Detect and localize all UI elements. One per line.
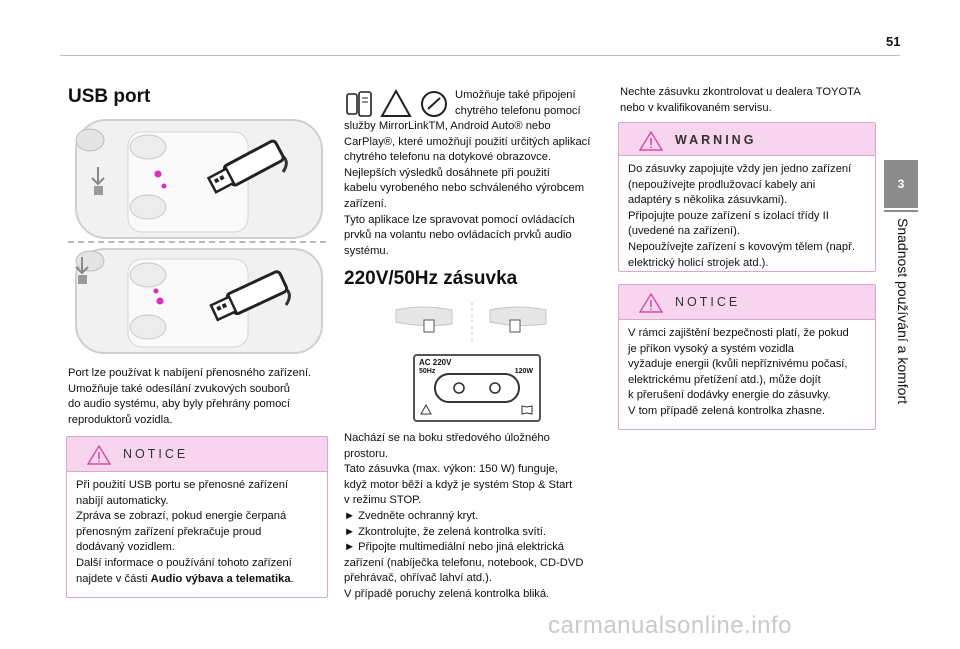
power-outlet-illustration: AC 220V 50Hz 120W xyxy=(413,354,541,422)
socket-line: ► Zvedněte ochranný kryt. xyxy=(344,509,479,522)
outlet-warning-icon xyxy=(420,404,432,415)
socket-line: přehrávač, ohřívač lahví atd.). xyxy=(344,572,492,585)
dealer-line: nebo v kvalifikovaném servisu. xyxy=(620,101,772,114)
mirror-line: služby MirrorLinkTM, Android Auto® nebo xyxy=(344,120,551,132)
header-divider xyxy=(60,55,900,56)
usb-notice-box: NOTICE Při použití USB portu se přenosné… xyxy=(66,436,328,598)
mirror-line: zařízení. xyxy=(344,197,387,210)
usb-notice-last-suffix: . xyxy=(290,572,294,585)
usb-notice-last-line: najdete v části Audio výbava a telematik… xyxy=(76,572,319,588)
socket-line: ► Zkontrolujte, že zelená kontrolka svít… xyxy=(344,525,546,538)
socket-notice-line: elektrickému přetížení atd.), může dojít xyxy=(628,373,821,386)
smartphone-icon xyxy=(346,91,372,117)
socket-line: v režimu STOP. xyxy=(344,494,422,507)
mirror-line: Nejlepších výsledků dosáhnete při použit… xyxy=(344,166,550,179)
socket-notice-line: k přerušení dodávky energie do zásuvky. xyxy=(628,389,831,402)
mirror-line: systému. xyxy=(344,244,389,257)
socket-notice-body: V rámci zajištění bezpečnosti platí, že … xyxy=(619,320,875,426)
warning-line: (nepoužívejte prodlužovací kabely ani xyxy=(628,178,816,191)
usb-notice-header: NOTICE xyxy=(67,437,327,472)
outlet-label-w: 120W xyxy=(514,368,533,375)
usb-paragraph: Port lze používat k nabíjení přenosného … xyxy=(68,366,330,428)
chapter-title-text: Snadnost používání a komfort xyxy=(895,218,911,404)
socket-paragraph: Nachází se na boku středového úložného p… xyxy=(344,431,606,603)
warning-line: Nepoužívejte zařízení s kovovým tělem (n… xyxy=(628,240,855,253)
socket-notice-header: NOTICE xyxy=(619,285,875,320)
socket-section-title: 220V/50Hz zásuvka xyxy=(344,268,518,289)
car-usb-front-illustration xyxy=(75,119,323,239)
warning-triangle-icon xyxy=(639,293,663,313)
mirrorlink-icons xyxy=(346,88,447,117)
usb-notice-line: nabíjí automaticky. xyxy=(76,494,169,507)
socket-line: ► Připojte multimediální nebo jiná elekt… xyxy=(344,541,565,554)
car-usb-rear-illustration xyxy=(75,248,323,354)
warning-triangle-icon xyxy=(639,131,663,151)
outlet-book-icon xyxy=(521,405,533,415)
mirror-line: CarPlay®, které umožňují použití určitýc… xyxy=(344,135,591,148)
page-number: 51 xyxy=(886,34,901,49)
warning-body: Do zásuvky zapojujte vždy jen jedno zaří… xyxy=(619,156,875,277)
socket-line: V případě poruchy zelená kontrolka bliká… xyxy=(344,587,550,600)
carplay-icon xyxy=(421,91,447,117)
socket-line: zařízení (nabíječka telefonu, notebook, … xyxy=(344,556,584,569)
mirror-paragraph: služby MirrorLinkTM, Android Auto® nebo … xyxy=(344,119,606,259)
warning-line: Do zásuvky zapojujte vždy jen jedno zaří… xyxy=(628,163,852,175)
outlet-socket-icon xyxy=(434,373,520,403)
socket-notice-line: vyžaduje energii (kvůli nepříznivému poč… xyxy=(628,358,848,371)
socket-line: Nachází se na boku středového úložného xyxy=(344,432,550,444)
socket-line: když motor běží a když je systém Stop & … xyxy=(344,478,573,491)
chapter-title: Snadnost používání a komfort xyxy=(885,218,917,438)
mirror-line: prvků na volantu nebo ovládacích prvků a… xyxy=(344,229,572,242)
socket-notice-box: NOTICE V rámci zajištění bezpečnosti pla… xyxy=(618,284,876,430)
usb-notice-line: Při použití USB portu se přenosné zaříze… xyxy=(76,479,289,491)
usb-paragraph-line: Umožňuje také odesílání zvukových soubor… xyxy=(68,382,291,395)
usb-notice-line: dodávaný vozidlem. xyxy=(76,541,175,554)
outlet-label-ac: AC 220V xyxy=(419,358,452,367)
mirror-line: chytrého telefonu pomocí xyxy=(455,104,581,117)
socket-notice-line: V tom případě zelená kontrolka zhasne. xyxy=(628,404,826,417)
usb-notice-line: Zpráva se zobrazí, pokud energie čerpaná xyxy=(76,510,287,523)
usb-notice-line: přenosným zařízení překračuje proud xyxy=(76,525,262,538)
watermark: carmanualsonline.info xyxy=(548,612,792,639)
usb-notice-label: NOTICE xyxy=(123,447,189,461)
socket-line: Tato zásuvka (max. výkon: 150 W) funguje… xyxy=(344,463,558,476)
usb-paragraph-line: reproduktorů vozidla. xyxy=(68,413,173,426)
android-auto-icon xyxy=(380,88,412,117)
warning-label: WARNING xyxy=(675,133,757,147)
usb-paragraph-line: do audio systému, aby byly přehrány pomo… xyxy=(68,398,291,411)
warning-header: WARNING xyxy=(619,123,875,156)
mirror-line: Tyto aplikace lze spravovat pomocí ovlád… xyxy=(344,213,575,226)
socket-notice-label: NOTICE xyxy=(675,295,741,309)
mirror-line: chytrého telefonu na dotykové obrazovce. xyxy=(344,151,552,164)
usb-paragraph-line: Port lze používat k nabíjení přenosného … xyxy=(68,367,312,379)
mirror-line: Umožňuje také připojení xyxy=(455,89,576,101)
chapter-tab-divider xyxy=(884,210,918,212)
dealer-paragraph: Nechte zásuvku zkontrolovat u dealera TO… xyxy=(620,85,882,116)
socket-location-illustration xyxy=(395,302,547,342)
mirror-short-lines: Umožňuje také připojení chytrého telefon… xyxy=(455,88,581,119)
socket-line: prostoru. xyxy=(344,447,389,460)
socket-notice-line: V rámci zajištění bezpečnosti platí, že … xyxy=(628,327,849,339)
warning-line: Připojujte pouze zařízení s izolací tříd… xyxy=(628,209,829,222)
warning-line: (uvedené na zařízení). xyxy=(628,225,740,238)
warning-box: WARNING Do zásuvky zapojujte vždy jen je… xyxy=(618,122,876,272)
mirror-line: kabelu vyrobeného nebo schváleného výrob… xyxy=(344,182,585,195)
outlet-label-hz: 50Hz xyxy=(419,368,436,375)
illustration-divider xyxy=(68,241,326,243)
usb-notice-body: Při použití USB portu se přenosné zaříze… xyxy=(67,472,327,593)
warning-line: adaptéry s několika zásuvkami). xyxy=(628,194,788,207)
usb-notice-reference: Audio výbava a telematika xyxy=(150,572,291,585)
dealer-line: Nechte zásuvku zkontrolovat u dealera TO… xyxy=(620,86,861,98)
usb-notice-last-prefix: najdete v části xyxy=(76,572,151,585)
chapter-tab: 3 xyxy=(884,160,918,208)
warning-triangle-icon xyxy=(87,445,111,465)
usb-notice-line: Další informace o používání tohoto zaříz… xyxy=(76,556,292,569)
socket-notice-line: je příkon vysoký a systém vozidla xyxy=(628,342,795,355)
usb-section-title: USB port xyxy=(68,86,151,107)
warning-line: elektrický holicí strojek atd.). xyxy=(628,256,769,269)
